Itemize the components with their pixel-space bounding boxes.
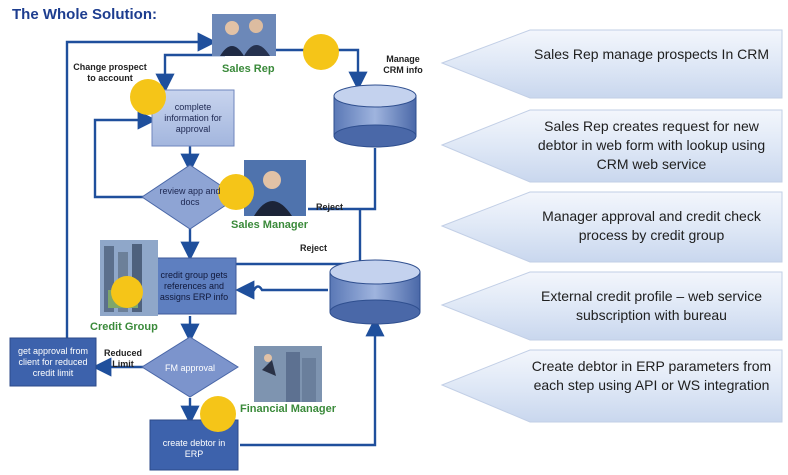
fm-approval-diamond [141,336,239,398]
review-step: review app and docs [156,182,224,212]
sales-manager-photo [244,160,306,216]
connectors [65,32,385,447]
credit-group-label: Credit Group [90,321,158,333]
callout-4: External credit profile – web service su… [541,288,762,323]
fm-approval-step: FM approval [154,360,226,376]
credit-group-text: credit group gets references and assigns… [159,269,229,302]
create-debtor-step: create debtor in ERP [156,434,232,464]
credit-group-step: credit group gets references and assigns… [154,262,234,310]
complete-info-step: complete information for approval [156,94,230,142]
financial-manager-label: Financial Manager [240,403,336,415]
reject-label-2: Reject [300,243,328,253]
callout-3: Manager approval and credit check proces… [542,208,761,243]
callout-2: Sales Rep creates request for new debtor… [537,118,766,172]
credit-database [329,259,421,325]
sales-rep-photo [212,14,276,56]
review-text: review app and docs [159,186,221,207]
create-debtor-text: create debtor in ERP [162,438,226,459]
callout-shapes [440,29,783,423]
complete-info-text: complete information for approval [164,101,222,134]
manage-crm-label: Manage CRM info [383,54,423,75]
reject-label-1: Reject [316,202,344,212]
reduced-limit-label: Reduced Limit [103,348,142,369]
financial-manager-photo [254,346,322,402]
callout-1: Sales Rep manage prospects In CRM [534,46,769,62]
callout-5: Create debtor in ERP parameters from eac… [531,358,772,393]
sales-rep-label: Sales Rep [222,63,275,75]
page-title: The Whole Solution: [12,6,157,23]
credit-group-box [149,257,237,315]
crm-database [333,84,417,148]
change-prospect-label: Change prospect to account [73,62,147,83]
get-approval-box [9,337,97,387]
get-approval-text: get approval from client for reduced cre… [17,345,89,378]
fm-approval-text: FM approval [164,362,216,373]
get-approval-step: get approval from client for reduced cre… [12,340,94,384]
sales-manager-label: Sales Manager [231,219,309,231]
yellow-markers [111,34,339,432]
